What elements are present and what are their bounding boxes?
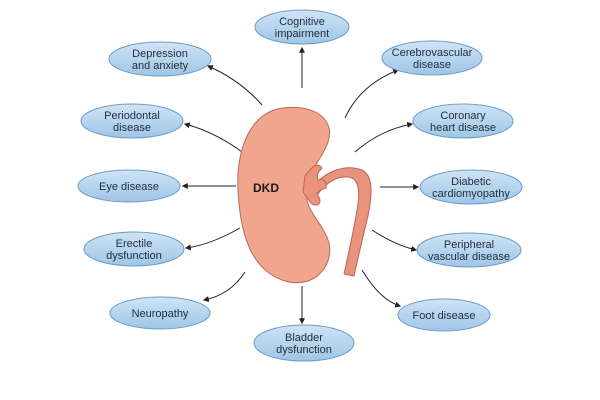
arrow-to-erectile [184,227,241,251]
node-ellipse [419,169,523,205]
node-label: Erectile [116,238,153,250]
node-label: Diabetic [451,176,491,188]
arrow-to-depression [206,65,263,106]
node-ellipse [381,40,483,76]
arrow-to-peripheral-vascular [371,229,418,252]
node-label: disease [113,122,151,134]
node-label: Periodontal [104,110,160,122]
node-ellipse [80,103,184,139]
node-ellipse [77,169,181,203]
node-label: Peripheral [444,239,494,251]
arrow-to-neuropathy [202,271,246,303]
node-label: disease [413,59,451,71]
node-label: heart disease [430,122,496,134]
node-label: dysfunction [106,250,162,262]
node-label: Cognitive [279,16,325,28]
node-label: Depression [132,48,188,60]
node-ellipse [109,296,211,330]
node-label: Coronary [440,110,486,122]
node-label: Bladder [285,332,323,344]
node-label: Neuropathy [132,308,189,320]
node-neuropathy: Neuropathy [109,296,211,330]
node-ellipse [254,9,350,45]
node-ellipse [83,231,185,267]
node-label: and anxiety [132,60,189,72]
node-label: Eye disease [99,181,159,193]
node-ellipse [397,298,491,332]
ureter [311,167,372,277]
node-label: cardiomyopathy [432,188,510,200]
node-foot: Foot disease [397,298,491,332]
arrows [181,46,420,325]
node-eye: Eye disease [77,169,181,203]
node-ellipse [416,232,522,268]
center-label: DKD [253,181,279,195]
arrow-to-periodontal [183,122,243,153]
node-label: Cerebrovascular [392,47,473,59]
node-ellipse [108,41,212,77]
kidney-body [237,106,331,284]
node-label: impairment [275,28,329,40]
node-label: vascular disease [428,251,510,263]
kidney-icon: DKD [237,106,372,284]
arrow-to-foot [361,269,402,308]
node-label: dysfunction [276,344,332,356]
renal-pelvis [302,164,327,206]
node-ellipse [412,103,514,139]
arrow-to-cerebrovascular [344,68,400,119]
nodes: CognitiveimpairmentCerebrovasculardiseas… [77,9,523,362]
node-label: Foot disease [413,310,476,322]
node-ellipse [253,324,355,362]
arrow-to-coronary [354,121,414,153]
